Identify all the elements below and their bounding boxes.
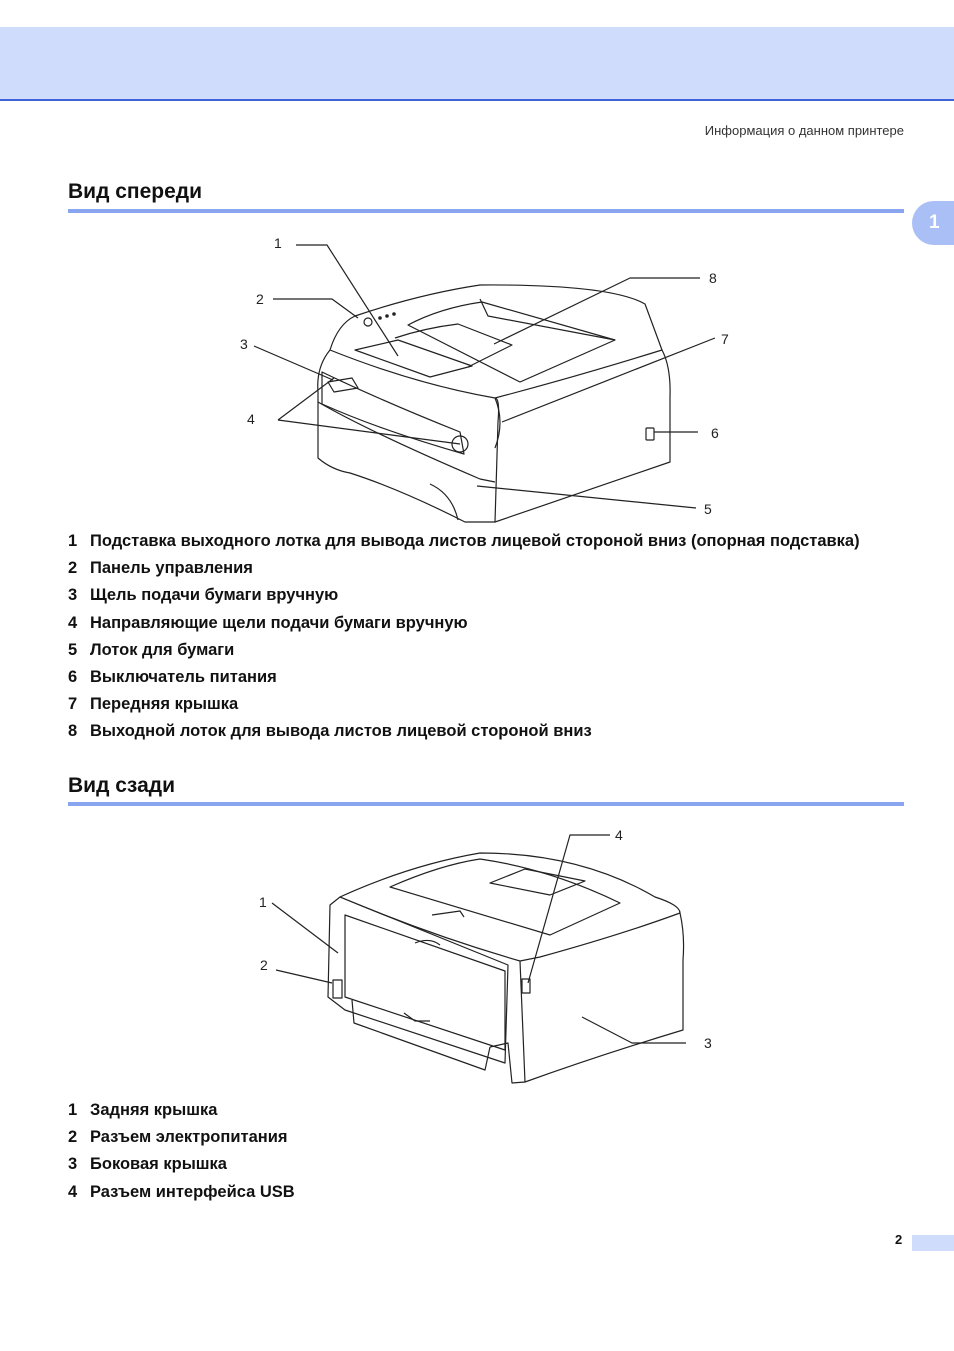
rear-callout-1: 1 [259, 894, 267, 910]
rear-callout-4: 4 [615, 827, 623, 843]
rear-printer-illustration: 1 2 3 4 [259, 827, 712, 1084]
rear-callout-2: 2 [260, 957, 268, 973]
page-number: 2 [895, 1232, 903, 1247]
front-callout-6: 6 [711, 425, 719, 441]
front-callout-7: 7 [721, 331, 729, 347]
front-printer-illustration: 1 2 3 4 5 6 7 8 [240, 235, 729, 523]
front-callout-1: 1 [274, 235, 282, 251]
front-callout-8: 8 [709, 270, 717, 286]
front-callout-5: 5 [704, 501, 712, 517]
header-band [0, 27, 954, 101]
rear-view-title: Вид сзади [68, 774, 175, 797]
front-callout-3: 3 [240, 336, 248, 352]
page-tab [912, 1235, 954, 1251]
rear-callout-3: 3 [704, 1035, 712, 1051]
chapter-tab-label: 1 [929, 212, 940, 233]
chapter-tab[interactable]: 1 [912, 201, 954, 245]
front-callout-2: 2 [256, 291, 264, 307]
front-callout-4: 4 [247, 411, 255, 427]
front-view-rule [68, 209, 904, 213]
running-header: Информация о данном принтере [704, 123, 904, 138]
front-view-title: Вид спереди [68, 180, 203, 203]
rear-view-rule [68, 802, 904, 806]
